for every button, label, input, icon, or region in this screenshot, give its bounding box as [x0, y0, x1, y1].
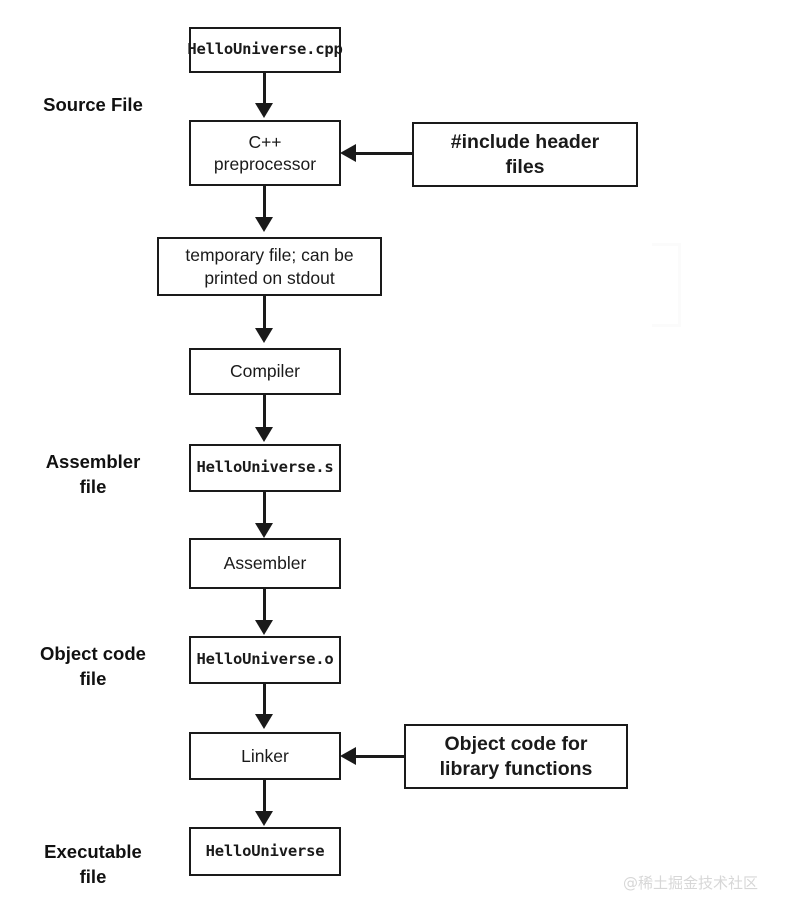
- node-hellouniverse-executable[interactable]: HelloUniverse: [189, 827, 341, 876]
- node-assembler[interactable]: Assembler: [189, 538, 341, 589]
- edge-arrow-assembler-to-obj: [255, 620, 273, 635]
- edge-arrow-linker-to-exe: [255, 811, 273, 826]
- stage-label-object-code-file: Object code file: [40, 643, 146, 689]
- edge-line-linker-to-exe: [263, 780, 266, 813]
- stage-label-source-file: Source File: [43, 94, 143, 115]
- edge-line-asm-src-to-assembler: [263, 492, 266, 525]
- node-hellouniverse-o[interactable]: HelloUniverse.o: [189, 636, 341, 684]
- stage-label-executable-file: Executable file: [44, 841, 142, 887]
- edge-line-preprocessor-to-temp: [263, 185, 266, 219]
- node-hellouniverse-cpp[interactable]: HelloUniverse.cpp: [187, 27, 343, 73]
- edge-line-assembler-to-obj: [263, 589, 266, 622]
- edge-arrow-library-to-linker: [340, 747, 356, 765]
- node-compiler[interactable]: Compiler: [189, 348, 341, 395]
- edge-arrow-asm-src-to-assembler: [255, 523, 273, 538]
- edge-line-compiler-to-asm-src: [263, 395, 266, 429]
- edge-line-library-to-linker: [355, 755, 405, 758]
- watermark-text: @稀土掘金技术社区: [623, 874, 759, 892]
- edge-line-obj-to-linker: [263, 684, 266, 716]
- edge-arrow-cpp-to-preprocessor: [255, 103, 273, 118]
- node-include-header-files[interactable]: #include header files: [412, 122, 638, 187]
- edge-arrow-obj-to-linker: [255, 714, 273, 729]
- node-cpp-preprocessor[interactable]: C++ preprocessor: [189, 120, 341, 186]
- stage-label-assembler-file: Assembler file: [45, 451, 141, 497]
- edge-arrow-compiler-to-asm-src: [255, 427, 273, 442]
- node-hellouniverse-s[interactable]: HelloUniverse.s: [189, 444, 341, 492]
- background-artifact: [652, 243, 681, 327]
- edge-line-include-to-preprocessor: [355, 152, 413, 155]
- edge-arrow-include-to-preprocessor: [340, 144, 356, 162]
- node-temporary-file[interactable]: temporary file; can be printed on stdout: [157, 237, 382, 296]
- edge-line-cpp-to-preprocessor: [263, 72, 266, 105]
- edge-line-temp-to-compiler: [263, 296, 266, 330]
- node-object-code-library[interactable]: Object code for library functions: [404, 724, 628, 789]
- edge-arrow-preprocessor-to-temp: [255, 217, 273, 232]
- node-linker[interactable]: Linker: [189, 732, 341, 780]
- edge-arrow-temp-to-compiler: [255, 328, 273, 343]
